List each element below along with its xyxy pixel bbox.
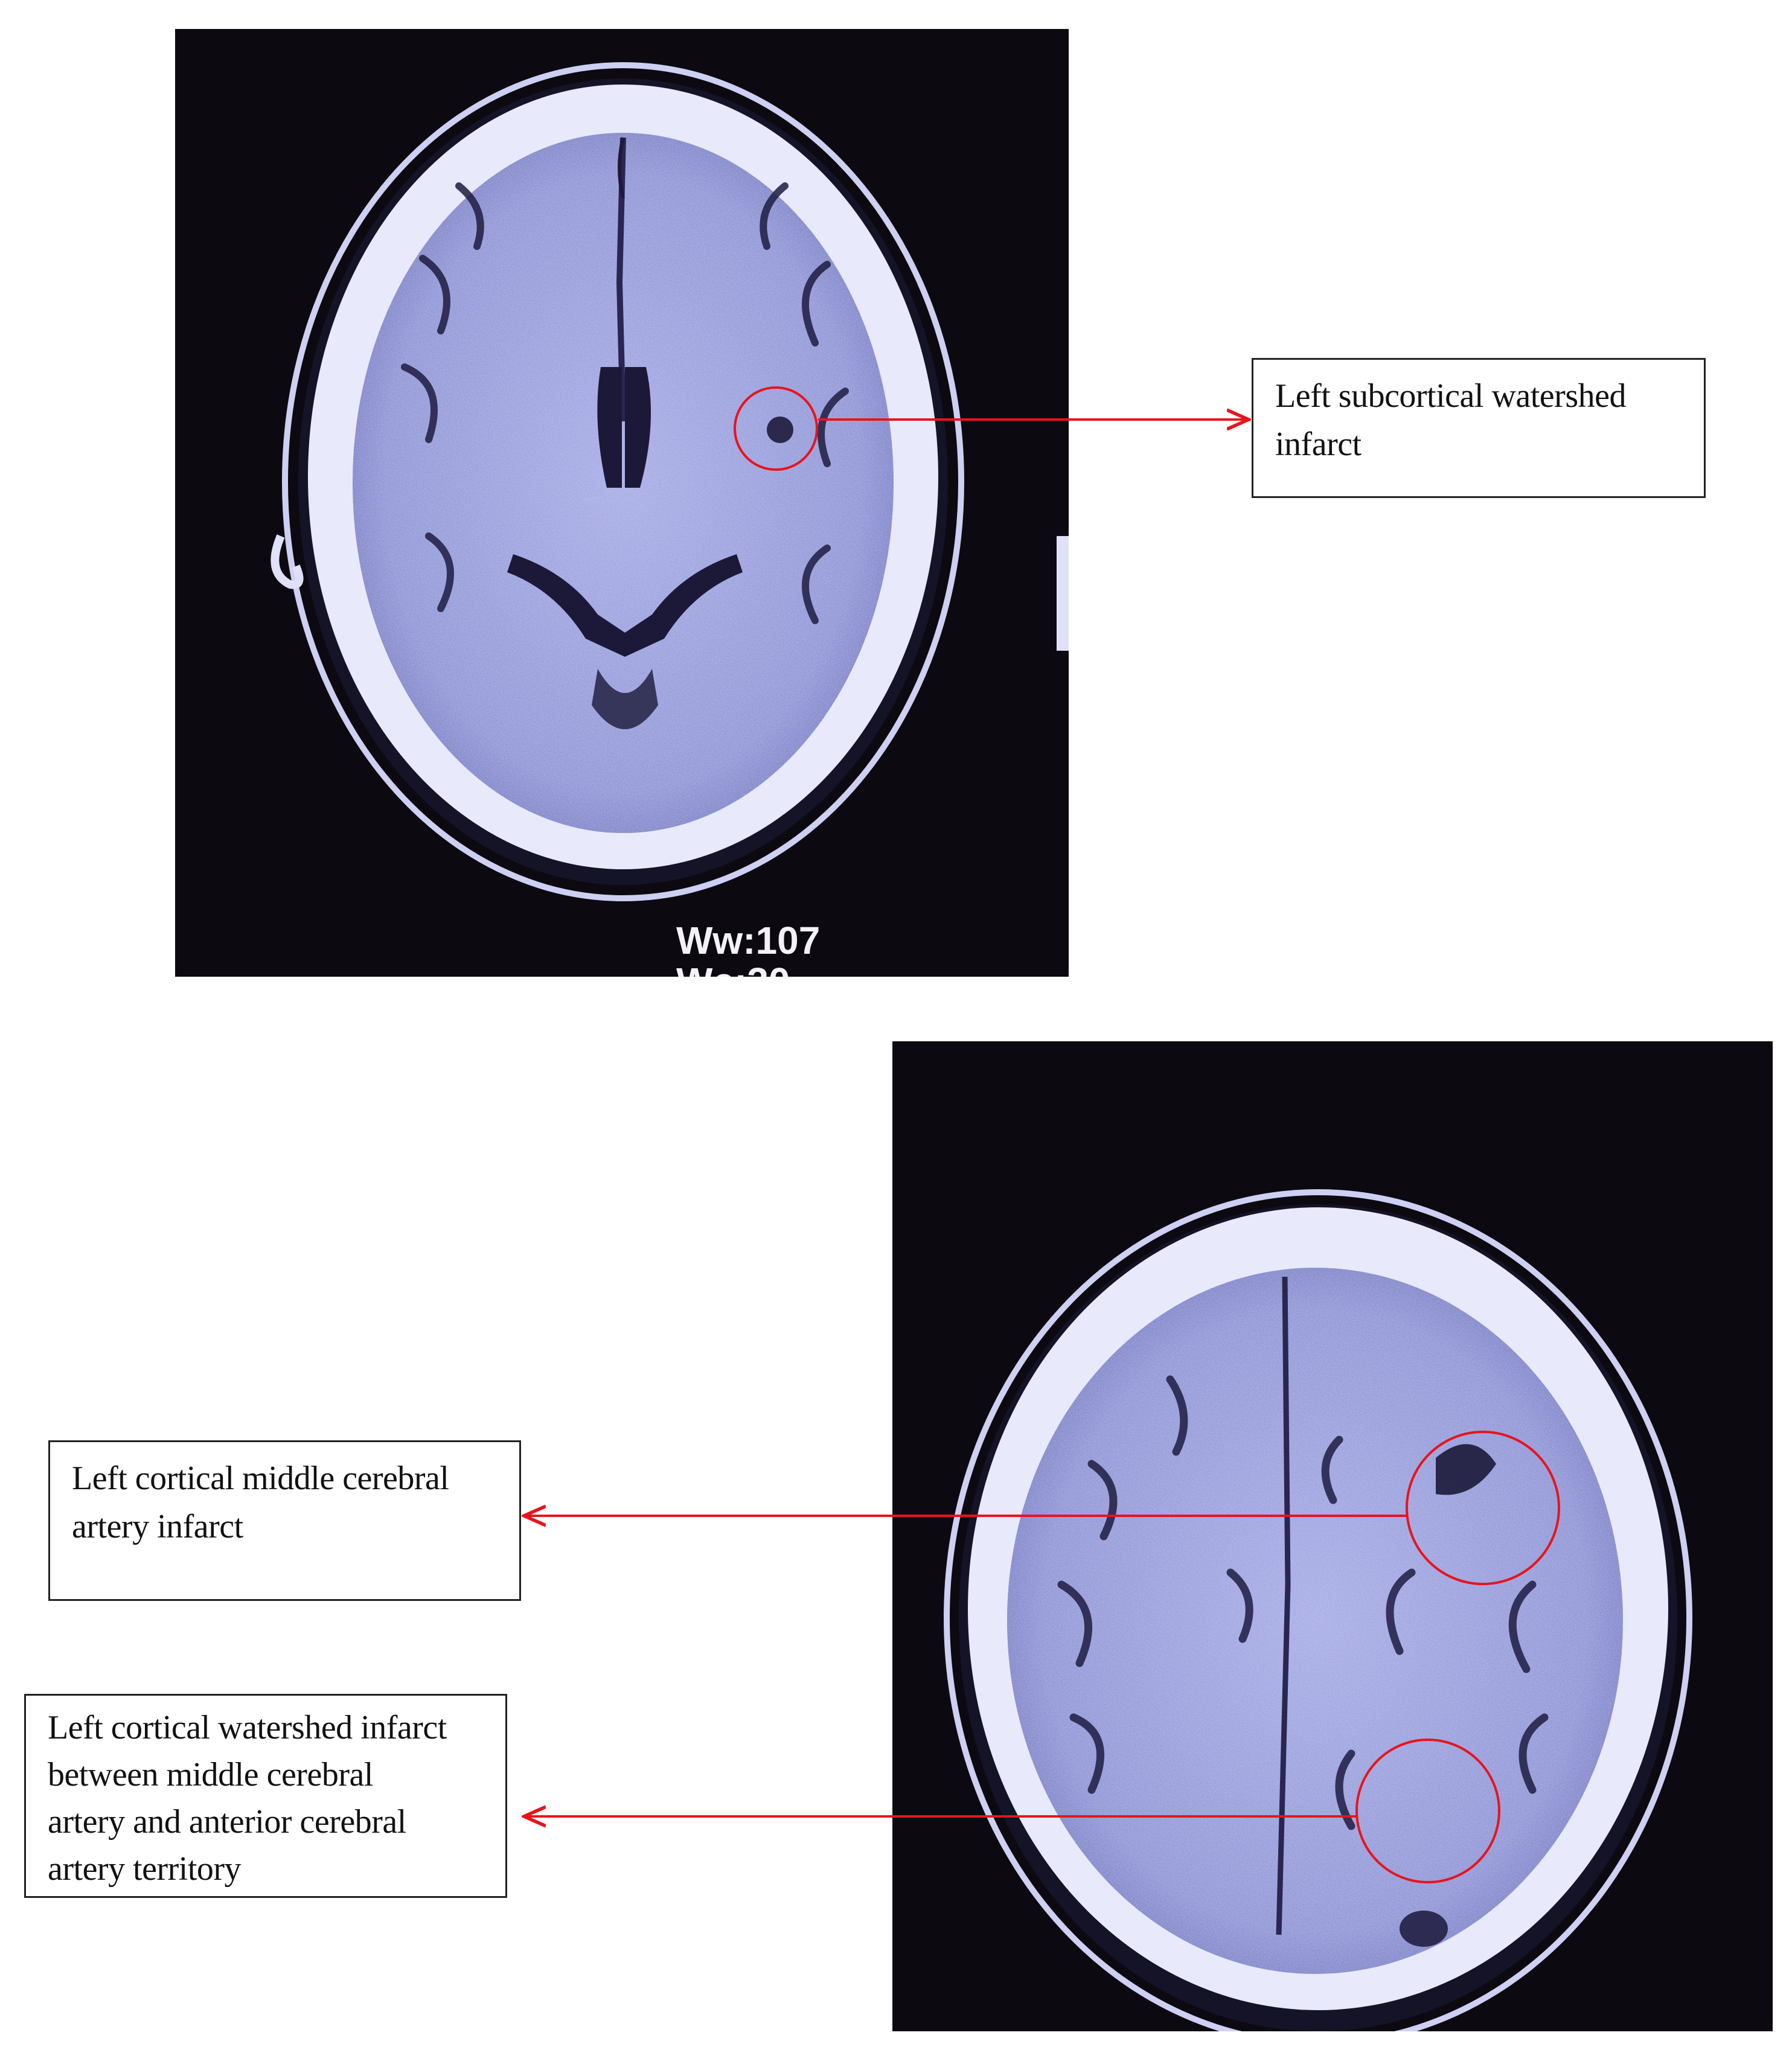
annotation-line: artery territory <box>48 1850 242 1888</box>
annotation-line: infarct <box>1275 426 1362 463</box>
annotation-box-cortical-watershed: Left cortical watershed infarct between … <box>24 1694 507 1898</box>
ct-scan-top: Ww:107 Wc:30 <box>175 29 1069 977</box>
annotation-line: between middle cerebral <box>48 1756 373 1793</box>
marker-circle-watershed <box>1355 1739 1500 1883</box>
marker-circle-mca <box>1406 1431 1560 1585</box>
window-level-text: Wc:30 <box>676 960 790 977</box>
ct-scan-bottom <box>892 1041 1773 2031</box>
ct-image-top: Ww:107 Wc:30 <box>270 62 1069 977</box>
annotation-box-subcortical: Left subcortical watershed infarct <box>1252 358 1706 498</box>
window-width-text: Ww:107 <box>676 919 820 962</box>
annotation-line: Left cortical watershed infarct <box>48 1709 447 1746</box>
annotation-line: artery and anterior cerebral <box>48 1803 406 1841</box>
annotation-line: Left subcortical watershed <box>1275 377 1626 415</box>
annotation-line: Left cortical middle cerebral <box>72 1460 449 1497</box>
marker-circle-subcortical <box>734 386 818 471</box>
annotation-line: artery infarct <box>72 1508 243 1545</box>
annotation-box-mca: Left cortical middle cerebral artery inf… <box>48 1440 521 1601</box>
